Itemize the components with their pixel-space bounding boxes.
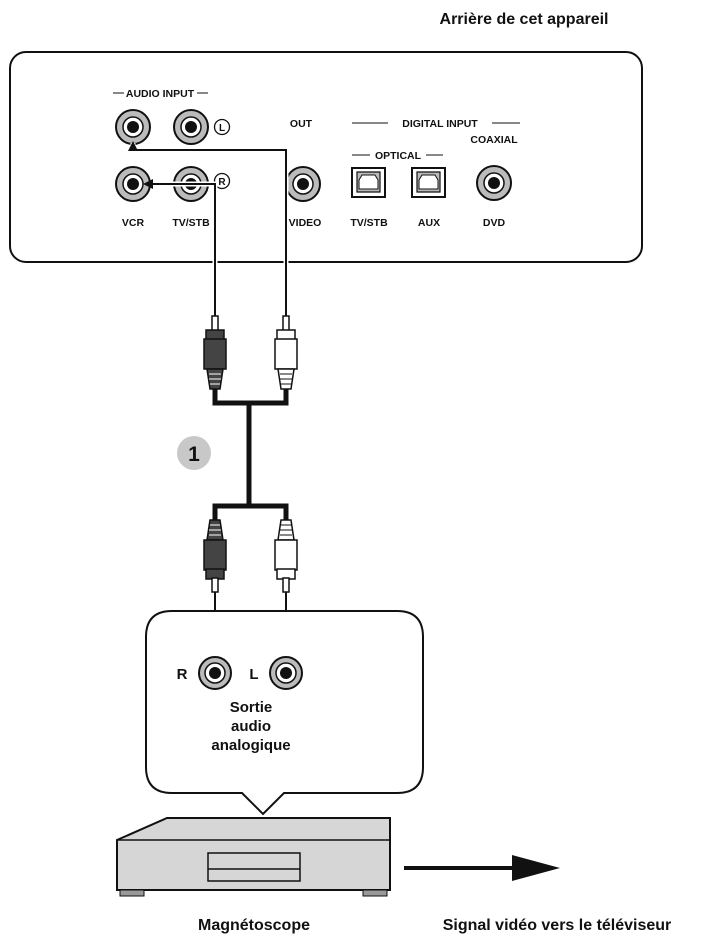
tvstb-audio-l-jack[interactable] [173,109,209,145]
lower-r-plug [203,519,227,593]
upper-l-plug [274,315,298,390]
video-label: VIDEO [289,217,322,229]
vcr-audio-r-jack[interactable] [115,166,151,202]
upper-r-plug [203,315,227,390]
signal-label: Signal vidéo vers le téléviseur [443,917,672,934]
tvstb-label: TV/STB [172,217,210,229]
out-label: OUT [290,118,313,130]
dvd-label: DVD [483,217,506,229]
audio-input-label: AUDIO INPUT [126,88,195,100]
output-line3: analogique [211,737,290,754]
output-r-label: R [177,666,188,683]
vcr-device [116,817,391,897]
vcr-label: VCR [122,217,145,229]
optical-tvstb-label: TV/STB [350,217,388,229]
output-line1: Sortie [230,699,273,716]
coaxial-label: COAXIAL [470,134,518,146]
optical-aux-jack[interactable] [411,167,446,198]
cassette-slot [207,852,301,882]
output-l-label: L [249,666,258,683]
stereo-cable [212,389,289,520]
video-out-jack[interactable] [285,166,321,202]
rear-panel [9,51,643,263]
vcr-audio-l-jack[interactable] [115,109,151,145]
output-r-jack[interactable] [198,656,232,690]
optical-tvstb-jack[interactable] [351,167,386,198]
svg-text:R: R [218,177,226,188]
l-marker: L [213,118,231,136]
output-bubble [145,610,424,816]
svg-text:1: 1 [188,443,200,466]
r-marker: R [213,172,231,190]
optical-label: OPTICAL [375,150,422,162]
output-line2: audio [231,718,271,735]
digital-input-label: DIGITAL INPUT [402,118,478,130]
lower-l-plug [274,519,298,593]
device-label: Magnétoscope [198,917,310,934]
cable-to-l-jack [128,141,289,318]
cable-to-r-jack [143,179,218,318]
svg-text:L: L [219,123,225,134]
header-title: Arrière de cet appareil [440,11,609,28]
output-l-jack[interactable] [269,656,303,690]
step-badge: 1 [177,436,211,470]
aux-label: AUX [418,217,440,229]
coaxial-dvd-jack[interactable] [476,165,512,201]
